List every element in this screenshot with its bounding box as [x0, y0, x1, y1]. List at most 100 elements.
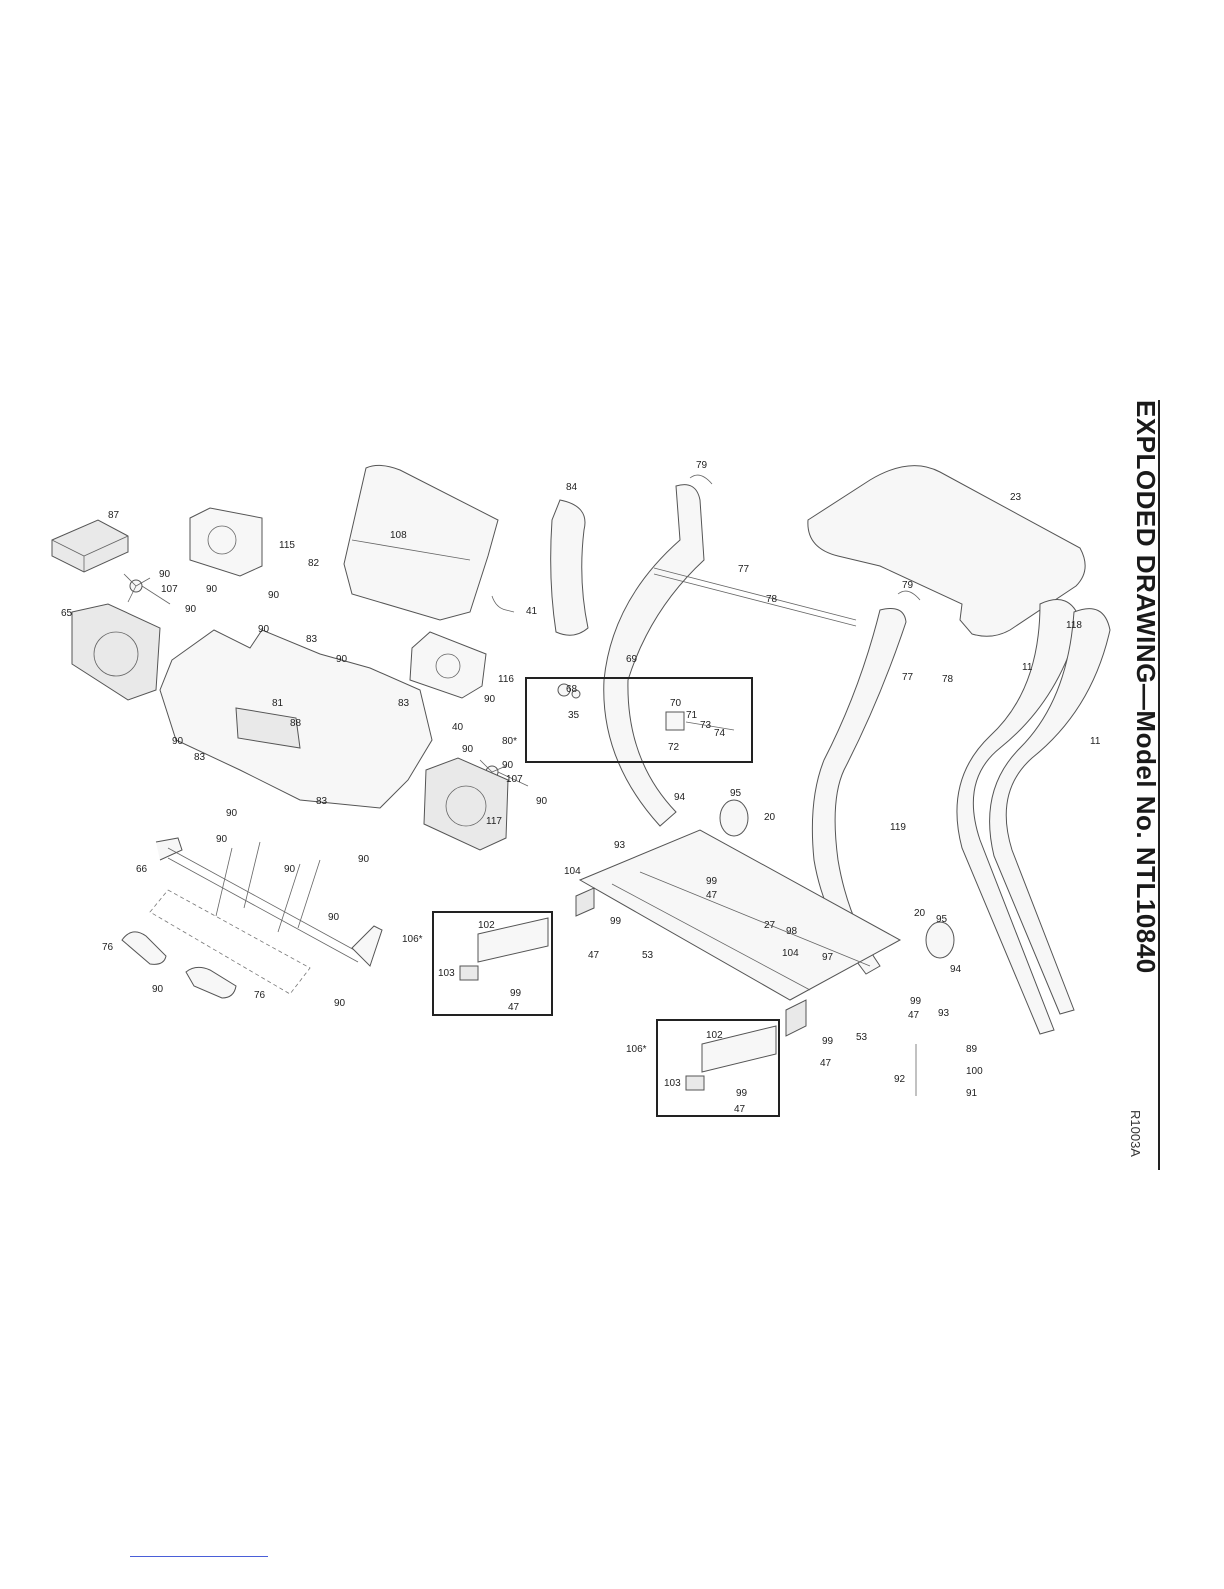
callout-107: 107 [506, 774, 523, 785]
part-102-left [477, 917, 549, 963]
callout-78: 78 [766, 594, 778, 605]
part-76-cover-left [121, 931, 167, 965]
callout-74: 74 [714, 728, 726, 739]
callout-99: 99 [910, 996, 922, 1007]
callout-104: 104 [564, 866, 581, 877]
callout-83: 83 [316, 796, 328, 807]
callout-90: 90 [462, 744, 474, 755]
part-68 [557, 683, 571, 697]
callout-79: 79 [902, 580, 914, 591]
callout-83: 83 [194, 752, 206, 763]
callout-99: 99 [736, 1088, 748, 1099]
callout-80: 80* [502, 736, 517, 747]
callout-90: 90 [172, 736, 184, 747]
part-69-upright-left [603, 484, 705, 827]
part-117-grille-right [423, 757, 509, 851]
callout-90: 90 [216, 834, 228, 845]
part-35 [571, 689, 581, 699]
part-70 [665, 711, 685, 731]
callout-99: 99 [822, 1036, 834, 1047]
part-79-bottom [897, 590, 921, 601]
callout-65: 65 [61, 608, 73, 619]
callout-81: 81 [272, 698, 284, 709]
callout-87: 87 [108, 510, 120, 521]
callout-116: 116 [498, 674, 514, 685]
part-95-wheel-left [719, 799, 749, 837]
callout-11: 11 [1022, 662, 1033, 673]
callout-98: 98 [786, 926, 798, 937]
callout-117: 117 [486, 816, 502, 827]
callout-92: 92 [894, 1074, 906, 1085]
callout-88: 88 [290, 718, 302, 729]
footer-link-underline[interactable] [130, 1556, 268, 1557]
callout-90: 90 [159, 569, 171, 580]
callout-77: 77 [738, 564, 750, 575]
part-116-fan-housing [409, 631, 487, 699]
callout-102: 102 [706, 1030, 723, 1041]
callout-99: 99 [610, 916, 622, 927]
part-66-base-frame [149, 837, 383, 995]
callout-83: 83 [306, 634, 318, 645]
callout-47: 47 [588, 950, 600, 961]
callout-78: 78 [942, 674, 954, 685]
callout-23: 23 [1010, 492, 1022, 503]
callout-90: 90 [334, 998, 346, 1009]
callout-93: 93 [938, 1008, 950, 1019]
callout-73: 73 [700, 720, 712, 731]
callout-90: 90 [226, 808, 238, 819]
callout-99: 99 [706, 876, 718, 887]
part-119-handrails [956, 599, 1111, 1035]
detail-box-106-right [656, 1019, 780, 1117]
callout-47: 47 [820, 1058, 832, 1069]
callout-72: 72 [668, 742, 680, 753]
detail-box-80 [525, 677, 753, 763]
callout-103: 103 [664, 1078, 681, 1089]
part-crossbar [653, 567, 857, 627]
part-74 [685, 721, 735, 731]
page-title: EXPLODED DRAWING—Model No. NTL10840 [1131, 400, 1161, 974]
callout-102: 102 [478, 920, 495, 931]
callout-90: 90 [484, 694, 496, 705]
callout-66: 66 [136, 864, 148, 875]
callout-90: 90 [268, 590, 280, 601]
callout-106: 106* [626, 1044, 647, 1055]
callout-82: 82 [308, 558, 320, 569]
callout-76: 76 [102, 942, 114, 953]
callout-118: 118 [1066, 620, 1082, 631]
callout-77: 77 [902, 672, 914, 683]
callout-20: 20 [914, 908, 926, 919]
callout-103: 103 [438, 968, 455, 979]
part-103-right [685, 1075, 705, 1091]
callout-47: 47 [508, 1002, 520, 1013]
callout-90: 90 [502, 760, 514, 771]
part-87-pad [51, 519, 129, 573]
callout-69: 69 [626, 654, 638, 665]
callout-91: 91 [966, 1088, 978, 1099]
part-76-cover-right [185, 966, 237, 999]
callout-27: 27 [764, 920, 776, 931]
callout-95: 95 [936, 914, 948, 925]
callout-68: 68 [566, 684, 578, 695]
callout-90: 90 [358, 854, 370, 865]
part-41-wire [491, 595, 515, 613]
part-23-console [807, 465, 1086, 637]
callout-11: 11 [1090, 736, 1101, 747]
callout-115: 115 [279, 540, 295, 551]
title-rule [1158, 400, 1160, 1170]
callout-100: 100 [966, 1066, 983, 1077]
callout-90: 90 [185, 604, 197, 615]
callout-93: 93 [614, 840, 626, 851]
callout-84: 84 [566, 482, 578, 493]
callout-90: 90 [152, 984, 164, 995]
callout-90: 90 [336, 654, 348, 665]
callout-47: 47 [734, 1104, 746, 1115]
callout-83: 83 [398, 698, 410, 709]
callout-70: 70 [670, 698, 682, 709]
callout-95: 95 [730, 788, 742, 799]
callout-108: 108 [390, 530, 407, 541]
callout-94: 94 [950, 964, 962, 975]
callout-104: 104 [782, 948, 799, 959]
part-frame-base [575, 829, 902, 1037]
